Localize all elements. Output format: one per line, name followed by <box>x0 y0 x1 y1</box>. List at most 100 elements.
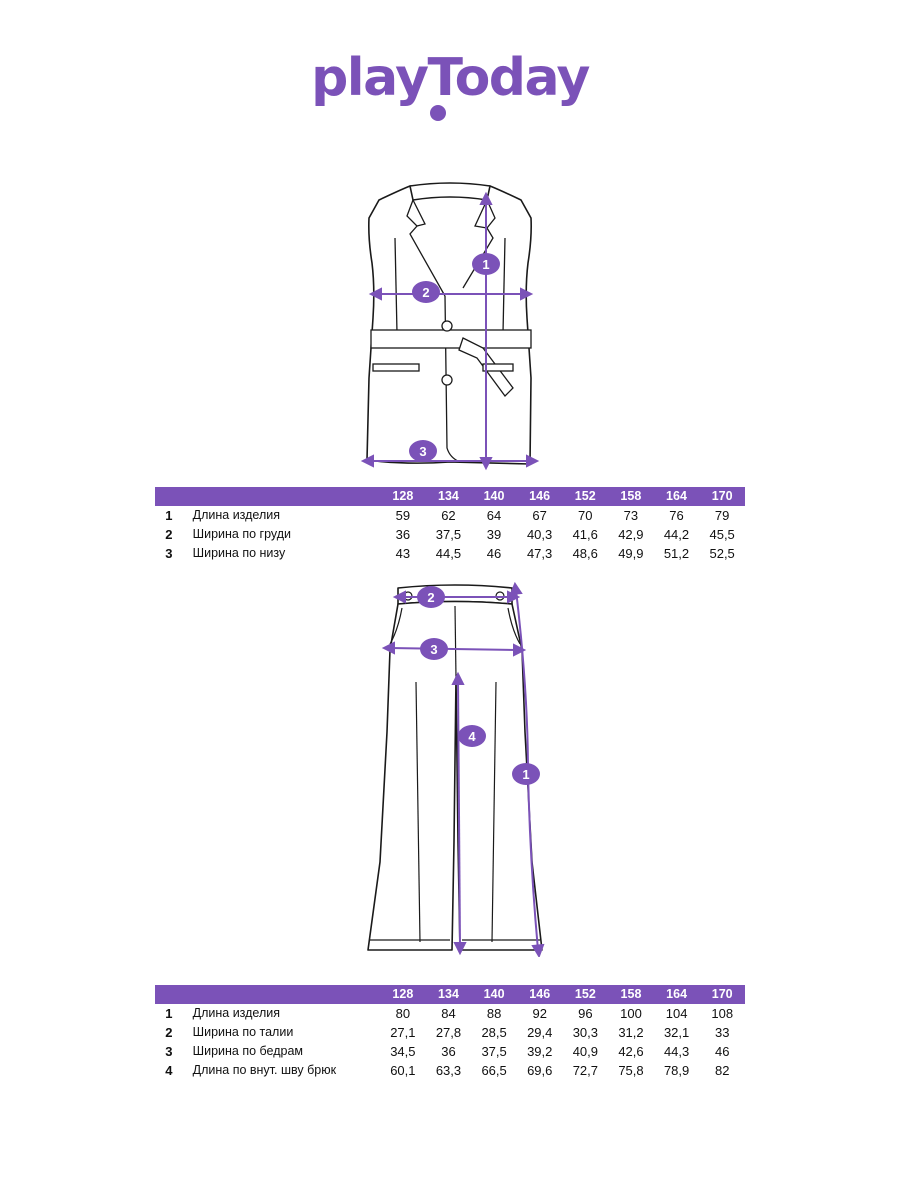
vest-cell-value: 39 <box>486 527 502 542</box>
pants-cell-value: 27,8 <box>435 1025 462 1040</box>
pants-cell-value: 66,5 <box>481 1063 507 1078</box>
vest-cell-value: 43 <box>395 546 411 561</box>
pants-cell-value: 108 <box>711 1006 734 1021</box>
pants-cell-value: 39,2 <box>527 1044 553 1059</box>
pants-cell-value: 40,9 <box>572 1044 599 1059</box>
vest-cell-value: 62 <box>441 508 456 523</box>
pants-cell-value: 29,4 <box>527 1025 553 1040</box>
pants-cell-value: 46 <box>714 1044 730 1059</box>
vest-cell-value: 67 <box>532 508 547 523</box>
vest-size-header: 128 <box>392 489 414 503</box>
vest-size-header: 170 <box>711 489 733 503</box>
pants-size-header: 134 <box>438 987 459 1001</box>
vest-cell-value: 59 <box>395 508 411 523</box>
pants-cell-value: 100 <box>620 1006 642 1021</box>
vest-cell-value: 70 <box>578 508 593 523</box>
pants-size-header: 140 <box>483 987 505 1001</box>
vest-cell-value: 47,3 <box>526 546 553 561</box>
pants-row-number: 3 <box>165 1044 173 1059</box>
pants-marker-2-label: 2 <box>427 590 434 605</box>
pants-size-header: 164 <box>666 987 688 1001</box>
pants-measure-overlay: 1 2 3 4 <box>381 582 545 957</box>
pants-cell-value: 33 <box>714 1025 730 1040</box>
vest-cell-value: 51,2 <box>663 546 690 561</box>
vest-cell-value: 52,5 <box>709 546 735 561</box>
pants-row-label: Ширина по талии <box>192 1025 294 1039</box>
pants-cell-value: 75,8 <box>618 1063 644 1078</box>
pants-cell-value: 31,2 <box>618 1025 644 1040</box>
logo-dot <box>430 105 446 121</box>
vest-row-number: 2 <box>165 527 173 542</box>
vest-cell-value: 73 <box>623 508 639 523</box>
vest-marker-3-label: 3 <box>419 444 426 459</box>
pants-marker-4-label: 4 <box>468 729 476 744</box>
vest-cell-value: 76 <box>669 508 684 523</box>
pants-cell-value: 60,1 <box>390 1063 416 1078</box>
pants-table-row: 3 Ширина по бедрам 34,5 36 37,5 39,2 40,9 42,6 4… <box>155 1042 745 1061</box>
vest-size-header: 158 <box>620 489 642 503</box>
pants-cell-value: 28,5 <box>481 1025 507 1040</box>
pants-cell-value: 84 <box>441 1006 456 1021</box>
pants-table-row: 4 Длина по внут. шву брюк 60,1 63,3 66,5 69,6… <box>155 1061 745 1080</box>
pants-row-number: 2 <box>165 1025 173 1040</box>
pants-marker-4 <box>458 725 486 747</box>
vest-cell-value: 46 <box>486 546 502 561</box>
vest-cell-value: 49,9 <box>618 546 644 561</box>
pants-cell-value: 82 <box>714 1063 730 1078</box>
pants-cell-value: 42,6 <box>618 1044 644 1059</box>
pants-marker-1 <box>512 763 540 785</box>
pants-row-number: 4 <box>165 1063 173 1078</box>
pants-cell-value: 36 <box>441 1044 456 1059</box>
vest-size-header: 152 <box>574 489 596 503</box>
vest-row-label: Ширина по груди <box>192 527 292 541</box>
pants-cell-value: 34,5 <box>390 1044 416 1059</box>
pants-sketch <box>367 584 543 951</box>
pants-row-number: 1 <box>165 1006 173 1021</box>
vest-marker-2 <box>412 281 440 303</box>
pants-size-header: 128 <box>392 987 414 1001</box>
pants-cell-value: 80 <box>395 1006 411 1021</box>
pants-marker-1-label: 1 <box>522 767 529 782</box>
pants-cell-value: 30,3 <box>572 1025 599 1040</box>
vest-marker-3 <box>409 440 437 462</box>
vest-cell-value: 41,6 <box>572 527 598 542</box>
vest-cell-value: 42,9 <box>618 527 644 542</box>
vest-size-header: 164 <box>666 489 687 503</box>
vest-measure-overlay: 1 2 3 <box>360 191 540 471</box>
pants-size-header: 158 <box>620 987 642 1001</box>
vest-cell-value: 48,6 <box>572 546 598 561</box>
pants-cell-value: 32,1 <box>663 1025 690 1040</box>
pants-cell-value: 37,5 <box>481 1044 507 1059</box>
pants-size-header: 170 <box>711 987 733 1001</box>
vest-marker-2-label: 2 <box>422 285 429 300</box>
vest-cell-value: 45,5 <box>709 527 735 542</box>
vest-cell-value: 36 <box>395 527 411 542</box>
vest-row-label: Ширина по низу <box>192 546 286 560</box>
vest-cell-value: 44,2 <box>663 527 690 542</box>
brand-logo-text: playToday <box>311 48 590 108</box>
vest-table-header: 128 134 140 146 152 158 164 170 <box>155 487 745 506</box>
brand-logo: playToday <box>0 52 900 104</box>
vest-marker-1 <box>472 253 500 275</box>
pants-row-label: Длина по внут. шву брюк <box>192 1063 337 1077</box>
vest-cell-value: 40,3 <box>526 527 553 542</box>
pants-cell-value: 63,3 <box>435 1063 462 1078</box>
pants-cell-value: 69,6 <box>527 1063 553 1078</box>
vest-marker-1-label: 1 <box>482 257 489 272</box>
pants-cell-value: 44,3 <box>663 1044 690 1059</box>
pants-table-header: 128 134 140 146 152 158 164 170 <box>155 985 745 1004</box>
vest-cell-value: 79 <box>714 508 730 523</box>
pants-size-header: 152 <box>574 987 596 1001</box>
pants-row-label: Ширина по бедрам <box>192 1044 304 1058</box>
pants-marker-3 <box>420 638 448 660</box>
vest-cell-value: 37,5 <box>435 527 462 542</box>
pants-cell-value: 96 <box>578 1006 593 1021</box>
vest-size-table: 128 134 140 146 152 158 164 170 1 Длина и… <box>155 487 745 563</box>
vest-row-number: 1 <box>165 508 173 523</box>
vest-row-label: Длина изделия <box>192 508 281 522</box>
pants-marker-2 <box>417 586 445 608</box>
